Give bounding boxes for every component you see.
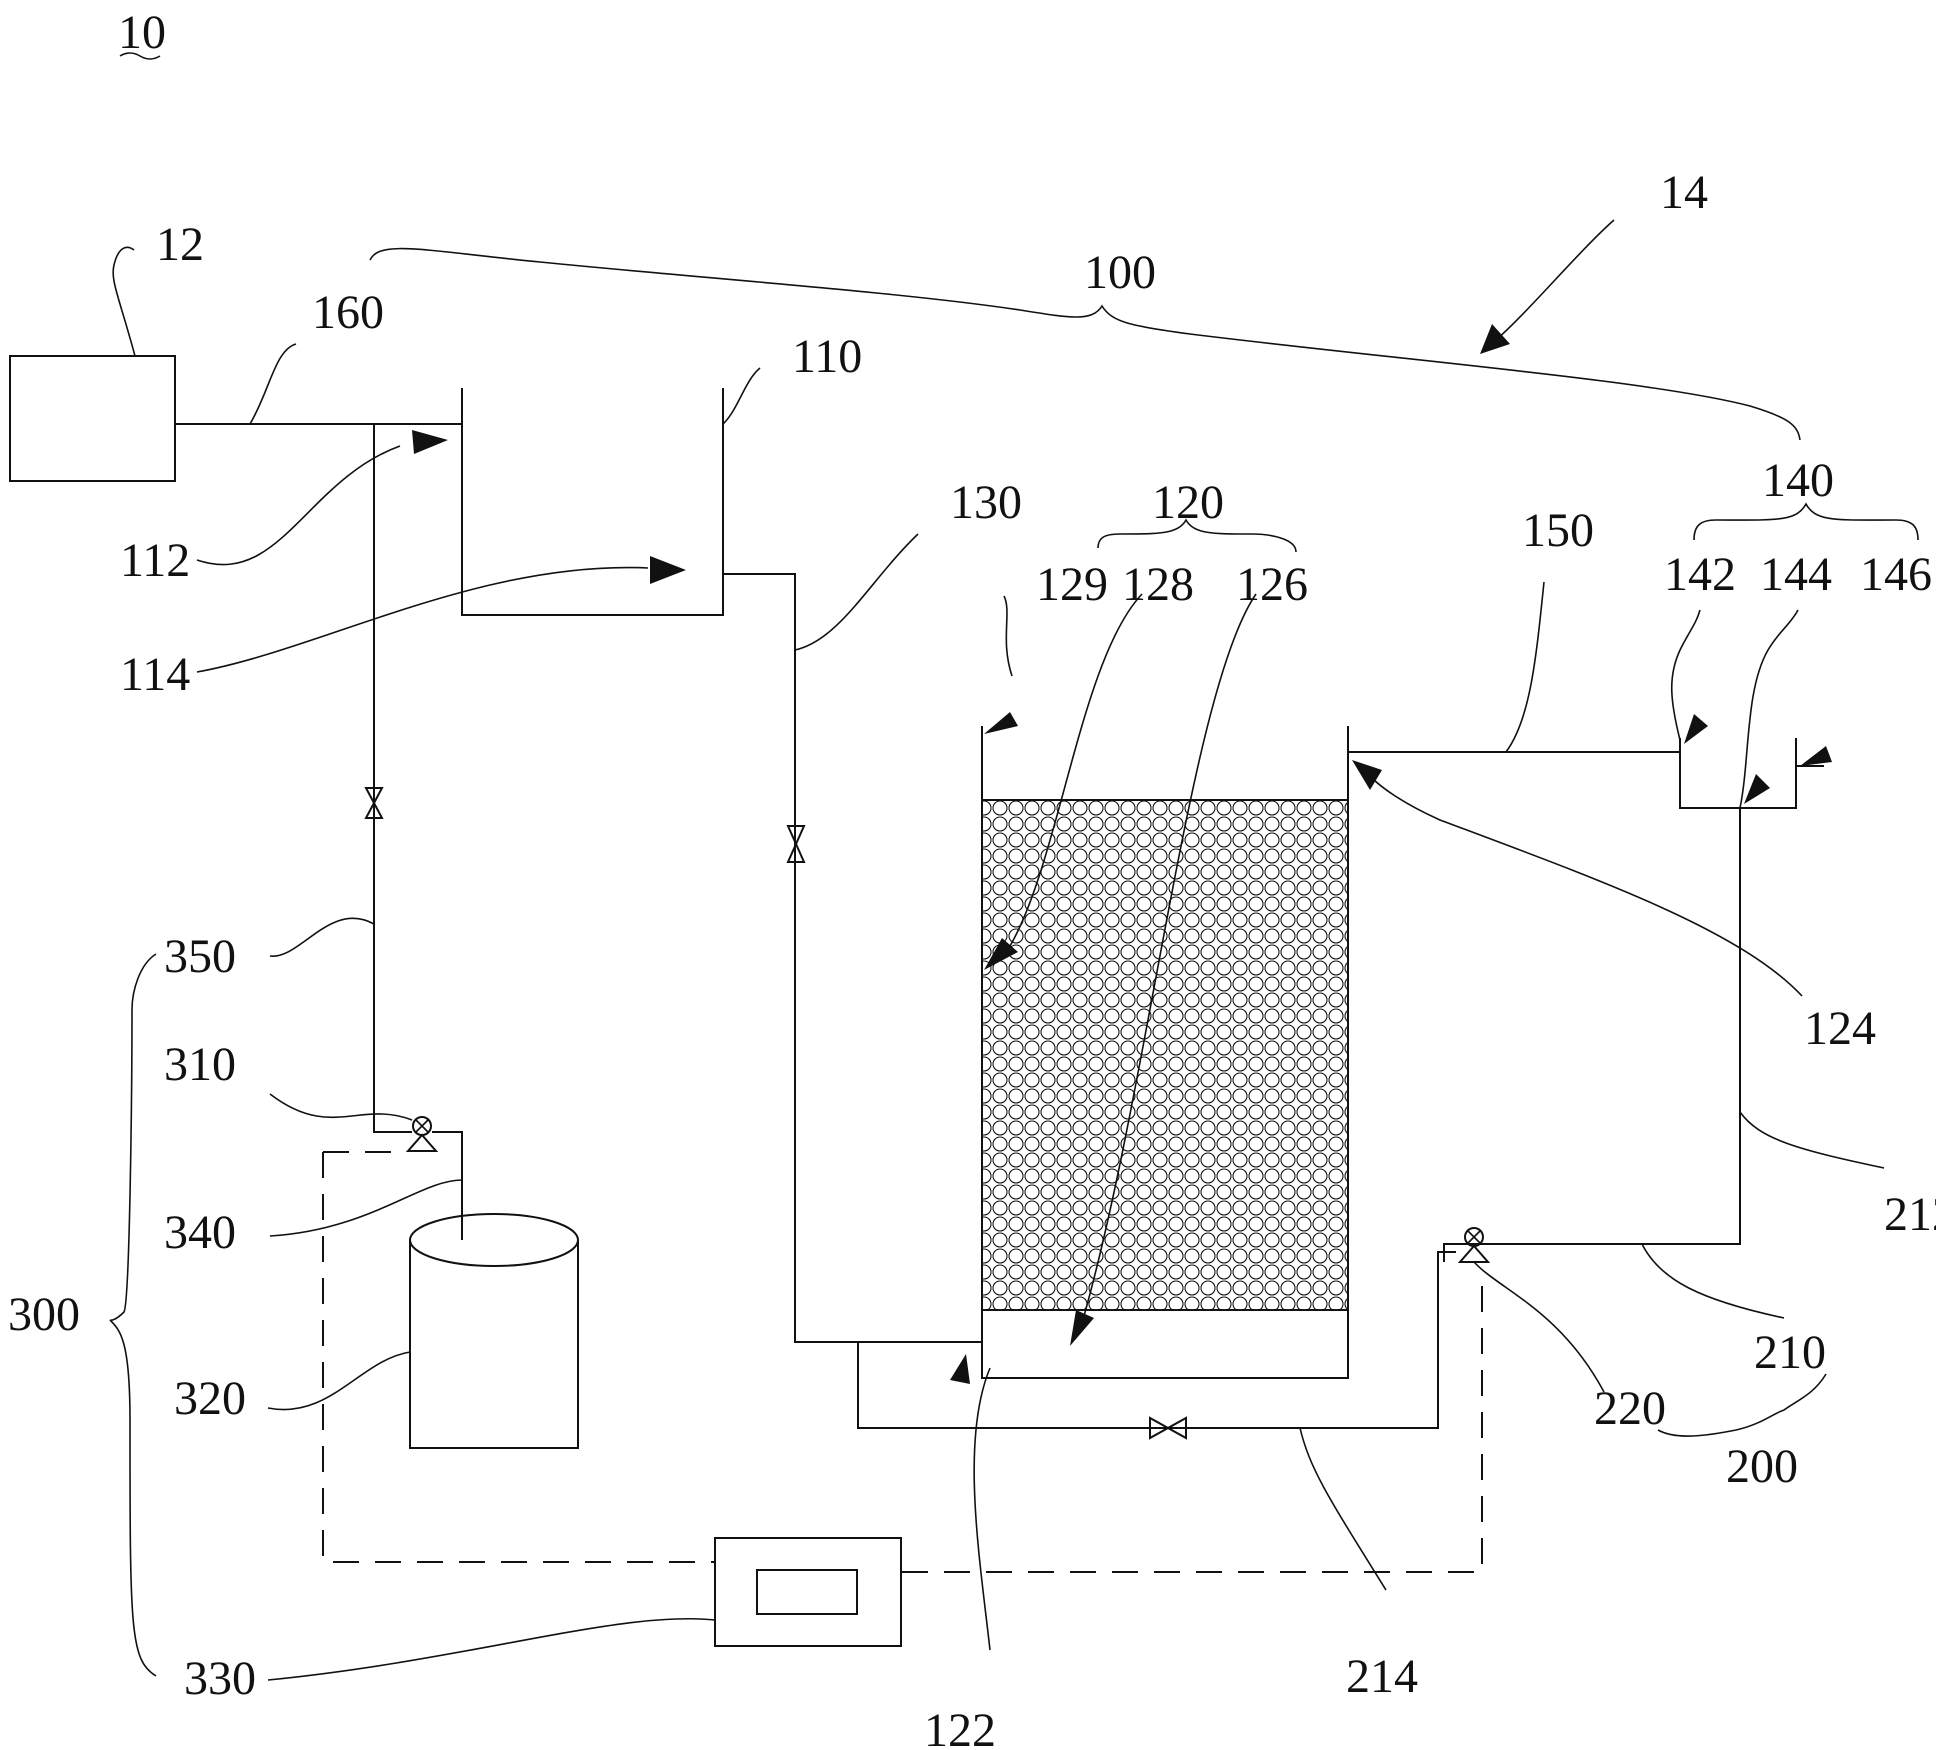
- label-350: 350: [164, 930, 236, 983]
- label-122: 122: [924, 1704, 996, 1750]
- label-210: 210: [1754, 1326, 1826, 1379]
- label-330: 330: [184, 1652, 256, 1705]
- valve-on-350: [364, 787, 384, 819]
- label-140: 140: [1762, 454, 1834, 507]
- tank-110: [461, 388, 724, 616]
- label-144: 144: [1760, 548, 1832, 601]
- label-126: 126: [1236, 558, 1308, 611]
- label-146: 146: [1860, 548, 1932, 601]
- figure-number-label: 10: [118, 6, 166, 59]
- valve-on-130: [786, 825, 806, 863]
- label-212: 212: [1884, 1188, 1936, 1241]
- figure-number: 10: [118, 6, 166, 60]
- label-150: 150: [1522, 504, 1594, 557]
- vessel-320: [409, 1213, 579, 1449]
- label-110: 110: [792, 330, 862, 383]
- source-unit-12: [9, 355, 176, 482]
- signal-line-right: [902, 1272, 1483, 1573]
- leader-lines: [112, 219, 1885, 1681]
- label-12: 12: [156, 218, 204, 271]
- label-120: 120: [1152, 476, 1224, 529]
- label-160: 160: [312, 286, 384, 339]
- label-14: 14: [1660, 166, 1708, 219]
- pipe-130: [723, 573, 982, 1343]
- label-340: 340: [164, 1206, 236, 1259]
- braces: [109, 247, 1919, 1677]
- pipe-350: [373, 424, 412, 1133]
- tank-140: [1679, 738, 1797, 809]
- valve-on-214: [1149, 1416, 1187, 1440]
- label-300: 300: [8, 1288, 80, 1341]
- signal-line-left: [322, 1152, 715, 1563]
- label-114: 114: [120, 648, 190, 701]
- controller-330: [714, 1537, 902, 1647]
- packing-bed-128: [981, 799, 1349, 1311]
- label-200: 200: [1726, 1440, 1798, 1493]
- label-214: 214: [1346, 1650, 1418, 1703]
- label-124: 124: [1804, 1002, 1876, 1055]
- label-310: 310: [164, 1038, 236, 1091]
- label-142: 142: [1664, 548, 1736, 601]
- label-129: 129: [1036, 558, 1108, 611]
- label-128: 128: [1122, 558, 1194, 611]
- pipe-340: [432, 1131, 463, 1240]
- label-112: 112: [120, 534, 190, 587]
- label-130: 130: [950, 476, 1022, 529]
- pipe-214: [857, 1251, 1456, 1429]
- label-100: 100: [1084, 246, 1156, 299]
- label-220: 220: [1594, 1382, 1666, 1435]
- pump-310: [405, 1116, 439, 1152]
- pipe-212-210: [1443, 808, 1741, 1262]
- label-320: 320: [174, 1372, 246, 1425]
